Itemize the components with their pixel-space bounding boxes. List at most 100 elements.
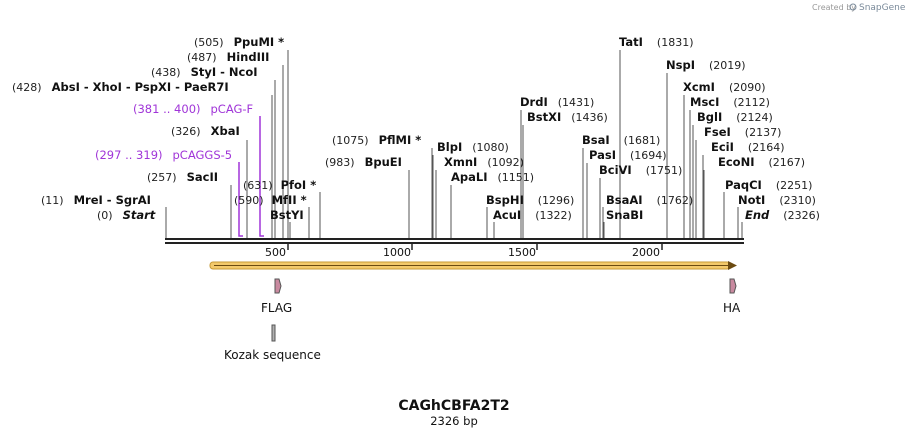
site-name: ApaLI bbox=[451, 170, 488, 184]
site-label: BsaAI (1762) bbox=[606, 193, 693, 207]
site-pos: (1075) bbox=[332, 134, 369, 147]
site-name: StyI - NcoI bbox=[191, 65, 258, 79]
site-name: MfII * bbox=[272, 193, 307, 207]
flag-feature-label: FLAG bbox=[261, 301, 292, 315]
site-pos: (2124) bbox=[736, 111, 773, 124]
primer-pcaggs-5-marker bbox=[238, 162, 243, 237]
site-name: BstYI bbox=[270, 208, 304, 222]
site-label: ApaLI (1151) bbox=[451, 170, 534, 184]
site-label: TatI(1831) bbox=[619, 35, 693, 49]
site-label: (438)StyI - NcoI bbox=[151, 65, 258, 79]
orf-arrow bbox=[209, 261, 737, 270]
site-label: BciVI (1751) bbox=[599, 163, 682, 177]
site-lines bbox=[165, 50, 743, 240]
primer-range: (381 .. 400) bbox=[133, 102, 201, 116]
site-pos: (2019) bbox=[709, 59, 746, 72]
site-pos: (1431) bbox=[558, 96, 595, 109]
primer-name: pCAG-F bbox=[211, 102, 254, 116]
map-title: CAGhCBFA2T2 bbox=[398, 398, 509, 414]
site-label: XcmI(2090) bbox=[683, 80, 766, 94]
snapgene-logo-icon bbox=[849, 3, 857, 11]
site-label: BglI (2124) bbox=[697, 110, 773, 124]
site-label: FseI (2137) bbox=[704, 125, 781, 139]
site-name: BpuEI bbox=[365, 155, 402, 169]
sequence-backbone bbox=[165, 238, 744, 250]
site-name: BsaI bbox=[582, 133, 610, 147]
credit-prefix: Created by bbox=[812, 3, 856, 12]
primer-range: (297 .. 319) bbox=[95, 148, 163, 162]
site-pos: (1762) bbox=[657, 194, 694, 207]
site-label: PaqCI (2251) bbox=[725, 178, 812, 192]
site-name: PasI bbox=[589, 148, 616, 162]
site-name: BciVI bbox=[599, 163, 632, 177]
site-label: (1075)PflMI * bbox=[332, 133, 421, 147]
site-label: (326) XbaI bbox=[171, 124, 240, 138]
site-pos: (2112) bbox=[733, 96, 770, 109]
site-pos: (487) bbox=[187, 51, 217, 64]
axis-tick-label: 1500 bbox=[508, 246, 536, 259]
primer-label: (297 .. 319) pCAGGS-5 bbox=[95, 148, 232, 162]
site-label: NspI(2019) bbox=[666, 58, 746, 72]
site-name: BlpI bbox=[437, 140, 462, 154]
site-pos: (1092) bbox=[487, 156, 524, 169]
site-name: XmnI bbox=[444, 155, 477, 169]
site-pos: (590) bbox=[234, 194, 264, 207]
site-label: (257)SacII bbox=[147, 170, 218, 184]
site-pos: (11) bbox=[41, 194, 64, 207]
site-name: XcmI bbox=[683, 80, 715, 94]
site-name: PpuMI * bbox=[234, 35, 285, 49]
axis-tick-label: 2000 bbox=[632, 246, 660, 259]
site-label: (590) MfII * bbox=[234, 193, 307, 207]
site-pos: (0) bbox=[97, 209, 113, 222]
site-pos: (2137) bbox=[745, 126, 782, 139]
site-name: End bbox=[745, 208, 770, 222]
site-name: AbsI - XhoI - PspXI - PaeR7I bbox=[52, 80, 229, 94]
site-name: XbaI bbox=[211, 124, 240, 138]
primer-pcag-f-marker bbox=[259, 116, 264, 237]
axis-tick-label: 1000 bbox=[383, 246, 411, 259]
site-label: AcuI (1322) bbox=[493, 208, 572, 222]
site-name: FseI bbox=[704, 125, 731, 139]
ha-feature bbox=[729, 278, 737, 294]
site-label: (983) BpuEI bbox=[325, 155, 402, 169]
site-pos: (1751) bbox=[646, 164, 683, 177]
site-name: AcuI bbox=[493, 208, 521, 222]
site-label: (631) PfoI * bbox=[243, 178, 316, 192]
site-label: BstXI(1436) bbox=[527, 110, 608, 124]
site-pos: (326) bbox=[171, 125, 201, 138]
flag-feature bbox=[274, 278, 282, 294]
site-pos: (983) bbox=[325, 156, 355, 169]
site-pos: (2251) bbox=[776, 179, 813, 192]
primer-markers bbox=[238, 116, 264, 237]
site-label: BspHI(1296) bbox=[486, 193, 574, 207]
kozak-feature-label: Kozak sequence bbox=[224, 348, 321, 362]
site-pos: (1322) bbox=[535, 209, 572, 222]
site-pos: (1436) bbox=[571, 111, 608, 124]
backbone-top-strand bbox=[165, 238, 744, 240]
site-label: BsaI(1681) bbox=[582, 133, 660, 147]
site-name: MscI bbox=[690, 95, 719, 109]
orf-arrowhead-icon bbox=[728, 261, 737, 270]
site-pos: (505) bbox=[194, 36, 224, 49]
site-pos: (631) bbox=[243, 179, 273, 192]
site-pos: (257) bbox=[147, 171, 177, 184]
site-name: EciI bbox=[711, 140, 734, 154]
primer-name: pCAGGS-5 bbox=[173, 148, 233, 162]
site-name: EcoNI bbox=[718, 155, 754, 169]
site-pos: (1694) bbox=[630, 149, 667, 162]
primer-label: (381 .. 400) pCAG-F bbox=[133, 102, 253, 116]
site-pos: (1831) bbox=[657, 36, 694, 49]
site-pos: (1151) bbox=[498, 171, 535, 184]
site-name: BglI bbox=[697, 110, 722, 124]
site-label: PasI (1694) bbox=[589, 148, 667, 162]
site-label: (428) AbsI - XhoI - PspXI - PaeR7I bbox=[12, 80, 229, 94]
site-label: End (2326) bbox=[745, 208, 820, 222]
site-pos: (428) bbox=[12, 81, 42, 94]
site-name: BsaAI bbox=[606, 193, 643, 207]
site-label: XmnI (1092) bbox=[444, 155, 524, 169]
ha-feature-label: HA bbox=[723, 301, 741, 315]
site-pos: (2326) bbox=[783, 209, 820, 222]
site-name: PaqCI bbox=[725, 178, 762, 192]
site-name: PfoI * bbox=[281, 178, 317, 192]
